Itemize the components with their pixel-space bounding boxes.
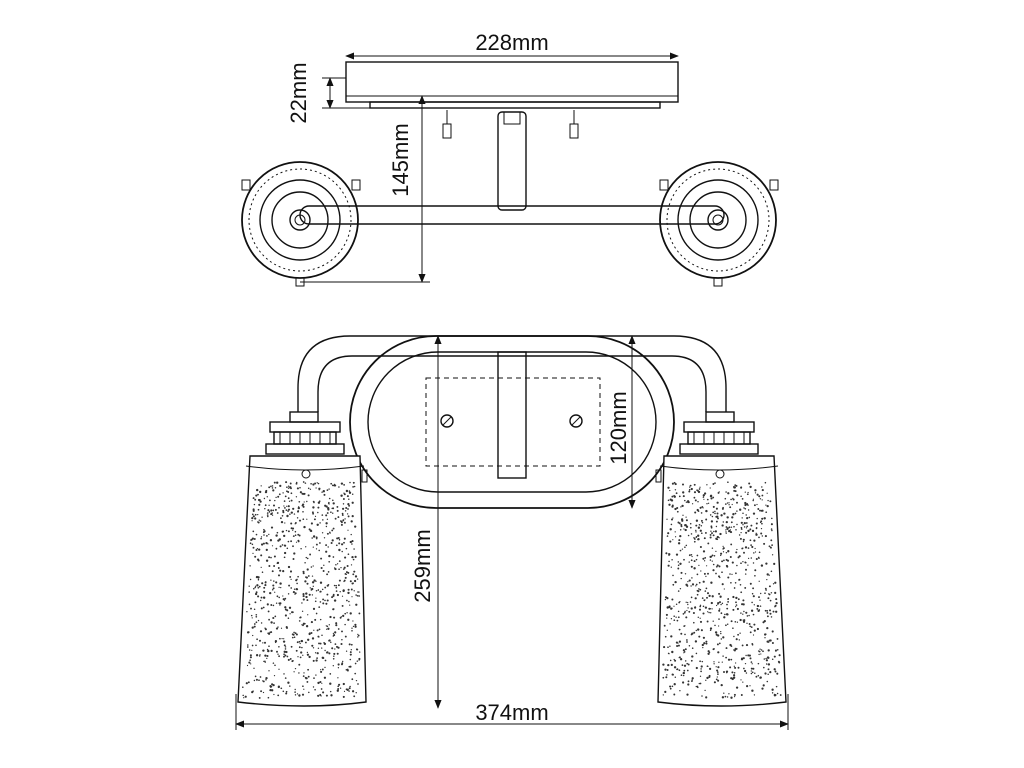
dimension-canopy-width: 228mm: [345, 30, 679, 60]
bracket-screw-right: [569, 414, 583, 428]
dimension-label-canopy-width: 228mm: [475, 30, 548, 55]
bracket-screw-left: [440, 414, 454, 428]
canopy-screw-right: [569, 110, 579, 139]
glass-texture-right: [662, 481, 782, 699]
dimension-label-backplate-height: 120mm: [606, 391, 631, 464]
left-shade-top: [241, 161, 361, 287]
dimension-canopy-depth: 22mm: [286, 62, 370, 124]
outer-arm-frame: [297, 335, 727, 412]
canopy-screw-left: [442, 110, 452, 139]
left-glass-shade: [237, 455, 368, 707]
dimension-overall-height: 259mm: [410, 335, 442, 709]
dimension-backplate-height: 120mm: [606, 335, 636, 509]
dimension-label-overall-height: 259mm: [410, 529, 435, 602]
front-view: 120mm 259mm 374mm: [235, 335, 789, 730]
left-lamp-holder: [265, 411, 345, 455]
top-view: 228mm 22mm 145mm: [241, 30, 779, 287]
dimension-label-canopy-depth: 22mm: [286, 62, 311, 123]
dimension-overall-width: 374mm: [235, 694, 789, 730]
center-stem: [497, 111, 527, 211]
dimension-projection: 145mm: [300, 95, 430, 283]
mounting-bracket: [425, 377, 601, 467]
backplate-outer: [349, 335, 675, 509]
dimension-label-overall-width: 374mm: [475, 700, 548, 725]
dimension-label-projection: 145mm: [388, 123, 413, 196]
right-glass-shade: [655, 455, 787, 707]
right-lamp-holder: [679, 411, 759, 455]
center-stem-front: [497, 351, 527, 479]
glass-texture-left: [242, 481, 361, 699]
right-shade-top: [659, 161, 779, 287]
